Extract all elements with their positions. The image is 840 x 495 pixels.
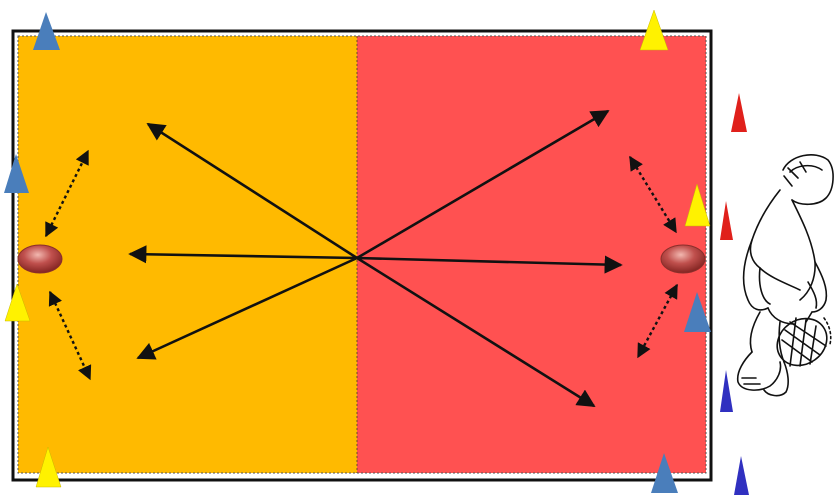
right-zone [357,36,706,473]
cone-dark-blue [720,370,733,412]
cone-red [731,93,747,132]
oval-marker-left [18,245,62,273]
cone-red [720,201,733,240]
tennis-player-sketch [738,155,836,396]
cone-dark-blue [734,456,749,495]
oval-marker-right [661,245,705,273]
